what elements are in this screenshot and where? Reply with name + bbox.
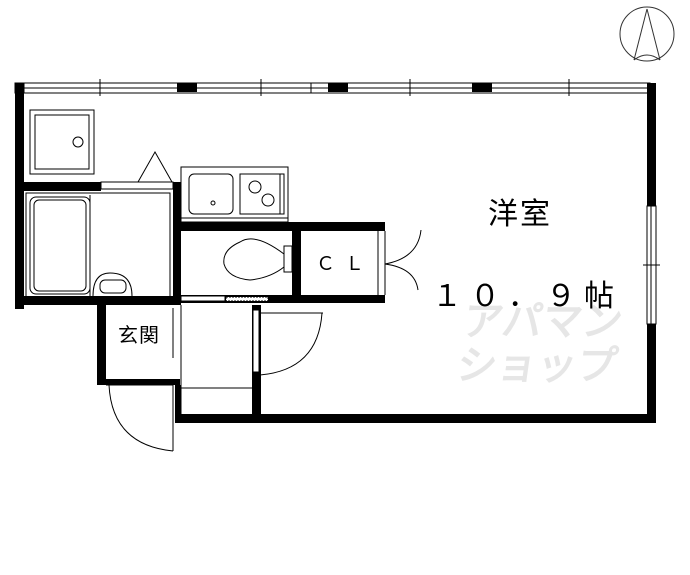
right-wall-upper: [647, 83, 656, 206]
kitchen-counter: [180, 166, 289, 223]
stove: [239, 173, 285, 215]
washing-machine-space: [29, 109, 95, 175]
toilet-top-wall: [181, 222, 385, 231]
bath-top-wall: [15, 182, 101, 191]
room-label-entrance: 玄関: [118, 323, 160, 347]
bath-bottom-wall: [15, 296, 181, 305]
right-wall-lower: [647, 324, 656, 422]
entrance-area: [97, 305, 253, 452]
left-wall: [15, 83, 24, 309]
kitchen-sink: [188, 173, 234, 215]
toilet-icon: [223, 238, 293, 281]
hall-door: [252, 305, 323, 423]
washbasin: [92, 272, 133, 297]
room-label-closet: ＣＬ: [316, 253, 375, 275]
room-label-western: 洋室: [488, 197, 552, 232]
bathtub: [25, 192, 171, 299]
compass-north-icon: [619, 6, 675, 62]
toilet-bottom-wall: [181, 295, 385, 303]
toilet-cl-divider: [292, 222, 301, 297]
bath-right-wall: [173, 182, 181, 304]
refrigerator-marker-icon: [137, 150, 173, 183]
bottom-wall: [175, 414, 656, 423]
closet-doors: [377, 229, 422, 295]
room-size-western: １０．９帖: [432, 279, 622, 314]
top-window-wall: [14, 79, 651, 96]
